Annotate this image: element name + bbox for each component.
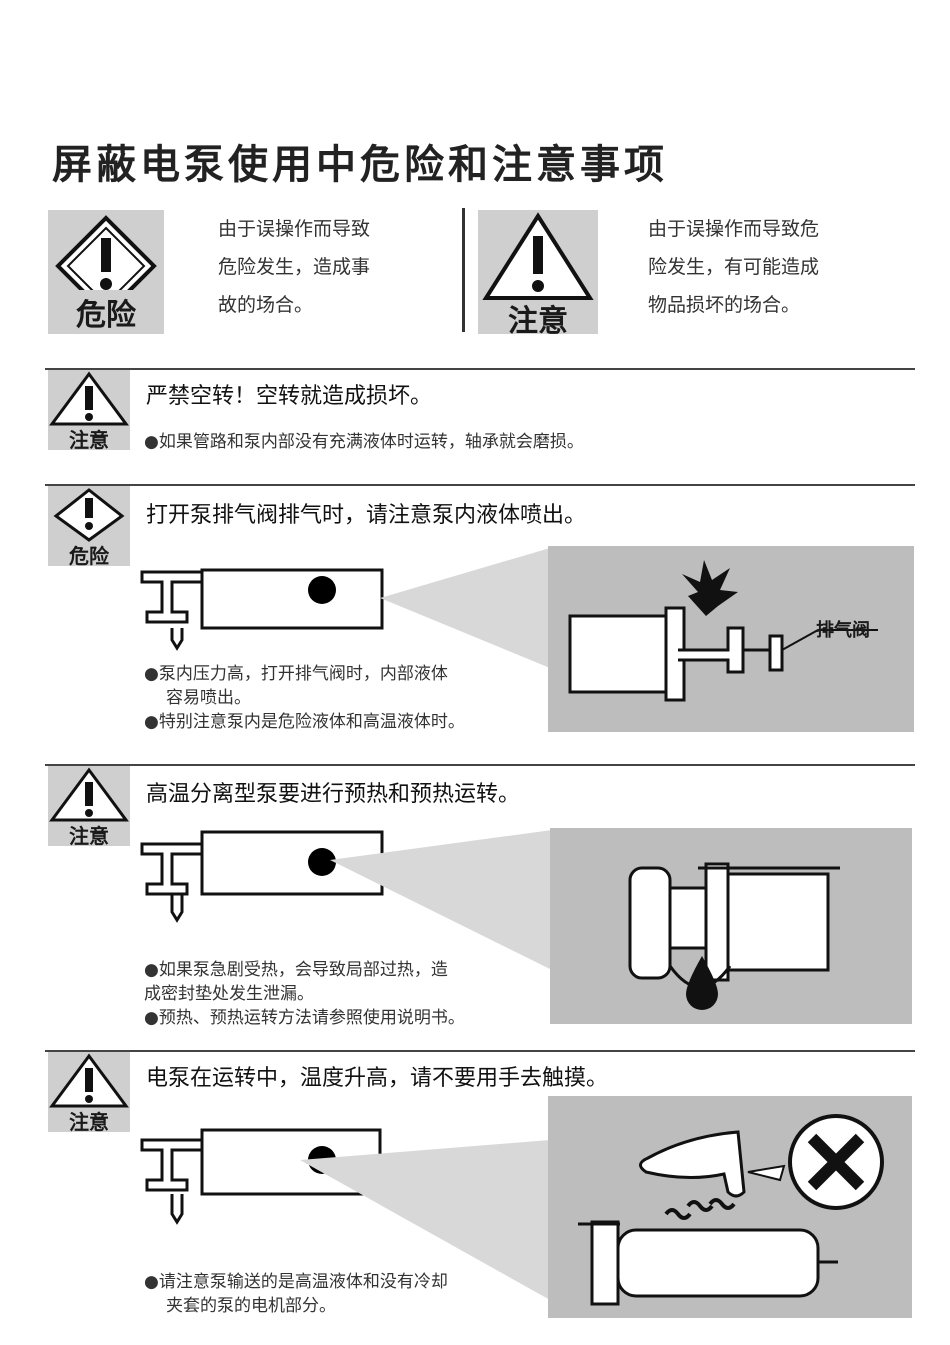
section-icon-label: 注意	[69, 428, 109, 452]
section-bullet: ●请注意泵输送的是高温液体和没有冷却	[144, 1272, 448, 1292]
danger-legend-line: 危险发生，造成事	[218, 256, 371, 278]
section-icon-box: 注意	[48, 1052, 130, 1134]
callout-beam	[330, 830, 552, 970]
danger-legend-label: 危险	[48, 290, 164, 334]
legend-divider	[462, 208, 465, 332]
vent-valve-figure: 排气阀	[548, 546, 914, 732]
section-rule	[45, 764, 915, 766]
caution-legend-icon-box: 注意	[478, 210, 598, 339]
caution-legend-line: 由于误操作而导致危	[648, 218, 820, 240]
section-icon-label: 注意	[69, 1110, 109, 1134]
section-bullet: ●预热、预热运转方法请参照使用说明书。	[144, 1008, 465, 1028]
danger-diamond-icon	[53, 488, 125, 542]
caution-legend-label: 注意	[508, 304, 568, 339]
pump-outline-icon	[140, 568, 384, 651]
section-heading: 电泵在运转中，温度升高，请不要用手去触摸。	[146, 1066, 609, 1091]
section-bullet: ●泵内压力高，打开排气阀时，内部液体	[144, 664, 448, 684]
danger-legend-line: 故的场合。	[218, 294, 314, 316]
danger-legend-line: 由于误操作而导致	[218, 218, 371, 240]
caution-triangle-icon	[49, 767, 129, 822]
section-rule	[45, 1050, 915, 1052]
section-bullet: ●如果管路和泵内部没有充满液体时运转，轴承就会磨损。	[144, 432, 584, 452]
page-title: 屏蔽电泵使用中危险和注意事项	[52, 142, 668, 188]
hand-icon	[639, 1130, 746, 1198]
danger-legend-icon-box: 危险	[48, 210, 164, 334]
section-bullet: 容易喷出。	[166, 688, 251, 708]
section-rule	[45, 368, 915, 370]
hot-surface-figure	[548, 1096, 912, 1318]
section-icon-box: 注意	[48, 370, 130, 452]
callout-beam	[380, 548, 550, 668]
section-icon-label: 危险	[69, 544, 109, 568]
spray-icon	[568, 560, 878, 702]
callout-beam	[300, 1140, 550, 1300]
section-heading: 高温分离型泵要进行预热和预热运转。	[146, 782, 521, 807]
section-bullet: ●如果泵急剧受热，会导致局部过热，造	[144, 960, 448, 980]
caution-triangle-icon	[482, 212, 594, 300]
pump-outline-icon	[140, 830, 384, 923]
section-icon-label: 注意	[69, 824, 109, 848]
prohibited-x-icon	[788, 1114, 884, 1210]
heat-wave-icon	[664, 1198, 736, 1220]
leak-figure	[550, 828, 912, 1024]
caution-triangle-icon	[49, 371, 129, 426]
section-heading: 严禁空转！空转就造成损坏。	[146, 384, 433, 409]
hot-surface-drawing	[578, 1114, 884, 1306]
section-icon-box: 危险	[48, 486, 130, 568]
section-bullet: 夹套的泵的电机部分。	[166, 1296, 336, 1316]
caution-legend-line: 物品损坏的场合。	[648, 294, 801, 316]
drop-icon	[628, 862, 840, 1010]
section-bullet: ●特别注意泵内是危险液体和高温液体时。	[144, 712, 465, 732]
caution-legend-line: 险发生，有可能造成	[648, 256, 820, 278]
section-icon-box: 注意	[48, 766, 130, 848]
section-bullet: 成密封垫处发生泄漏。	[144, 984, 314, 1004]
section-heading: 打开泵排气阀排气时，请注意泵内液体喷出。	[146, 503, 587, 528]
vent-valve-label: 排气阀	[816, 620, 870, 641]
caution-triangle-icon	[49, 1053, 129, 1108]
section-rule	[45, 484, 915, 486]
